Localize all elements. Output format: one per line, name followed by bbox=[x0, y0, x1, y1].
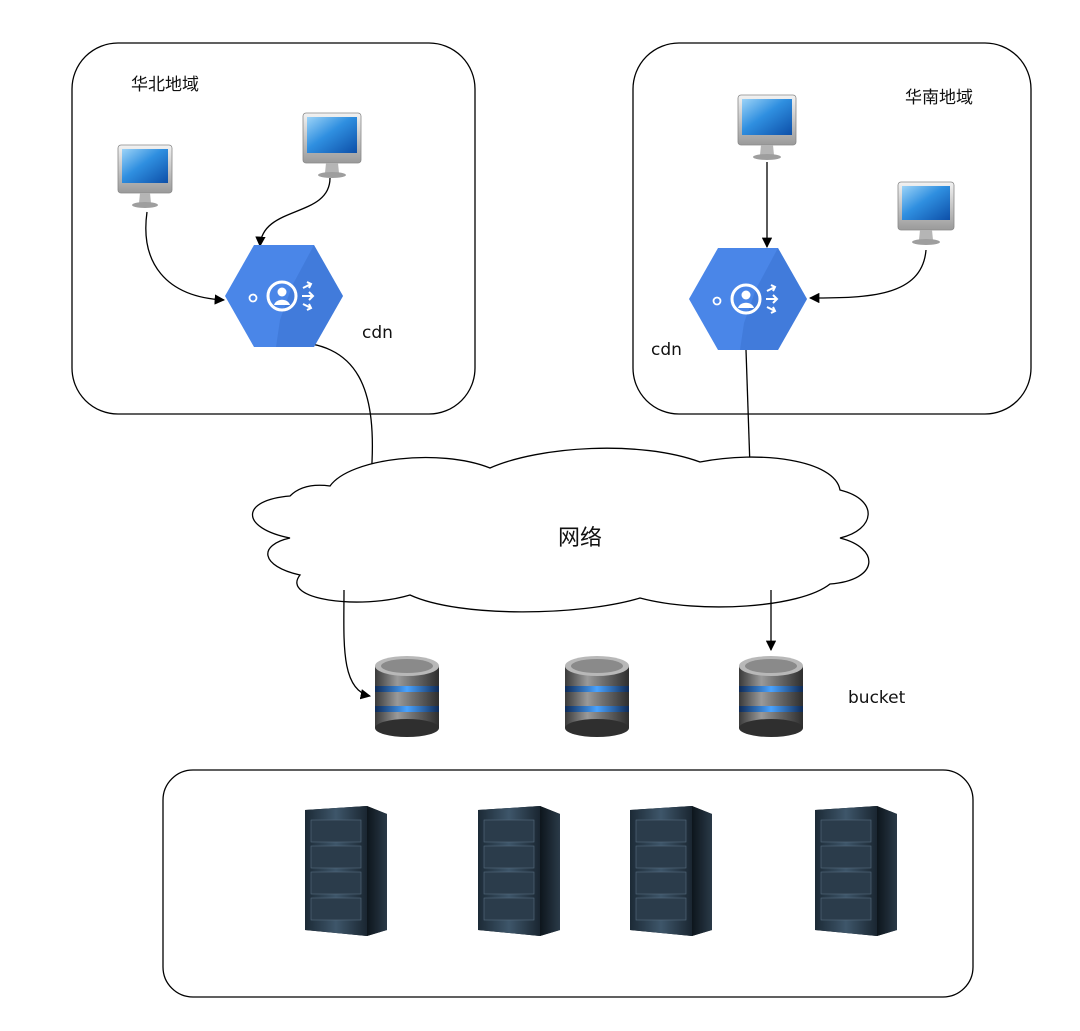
client-south-2 bbox=[897, 181, 955, 245]
server-rack-1 bbox=[305, 806, 387, 936]
server-rack-4 bbox=[815, 806, 897, 936]
server-rack-3 bbox=[630, 806, 712, 936]
cdn-node-north bbox=[225, 245, 343, 347]
region-north-label: 华北地域 bbox=[131, 75, 199, 95]
edge-south-cdn-to-network bbox=[745, 349, 751, 468]
client-north-1 bbox=[117, 144, 173, 208]
cdn-south-label: cdn bbox=[651, 340, 682, 360]
bucket-3 bbox=[739, 656, 803, 737]
client-north-2 bbox=[302, 112, 362, 178]
server-rack-icon bbox=[305, 806, 387, 936]
bucket-1 bbox=[375, 656, 439, 737]
database-icon bbox=[565, 656, 629, 737]
edge-network-to-bucket-1 bbox=[343, 589, 372, 700]
desktop-monitor-icon bbox=[117, 144, 173, 208]
cdn-hexagon-icon bbox=[689, 248, 807, 350]
region-north-box bbox=[71, 42, 476, 415]
edge-north-client2-to-cdn bbox=[255, 177, 331, 248]
network-cloud bbox=[251, 447, 870, 613]
bucket-2 bbox=[565, 656, 629, 737]
cdn-hexagon-icon bbox=[225, 245, 343, 347]
cdn-node-south bbox=[689, 248, 807, 350]
network-label: 网络 bbox=[558, 526, 602, 551]
desktop-monitor-icon bbox=[302, 112, 362, 178]
edge-north-client1-to-cdn bbox=[145, 211, 226, 305]
database-icon bbox=[739, 656, 803, 737]
server-rack-icon bbox=[478, 806, 560, 936]
client-south-1 bbox=[737, 94, 797, 160]
region-south-label: 华南地域 bbox=[905, 88, 973, 108]
desktop-monitor-icon bbox=[737, 94, 797, 160]
edge-south-client2-to-cdn bbox=[808, 249, 927, 304]
server-rack-2 bbox=[478, 806, 560, 936]
desktop-monitor-icon bbox=[897, 181, 955, 245]
cdn-north-label: cdn bbox=[362, 323, 393, 343]
bucket-label: bucket bbox=[848, 688, 906, 708]
server-rack-icon bbox=[815, 806, 897, 936]
database-icon bbox=[375, 656, 439, 737]
server-rack-icon bbox=[630, 806, 712, 936]
